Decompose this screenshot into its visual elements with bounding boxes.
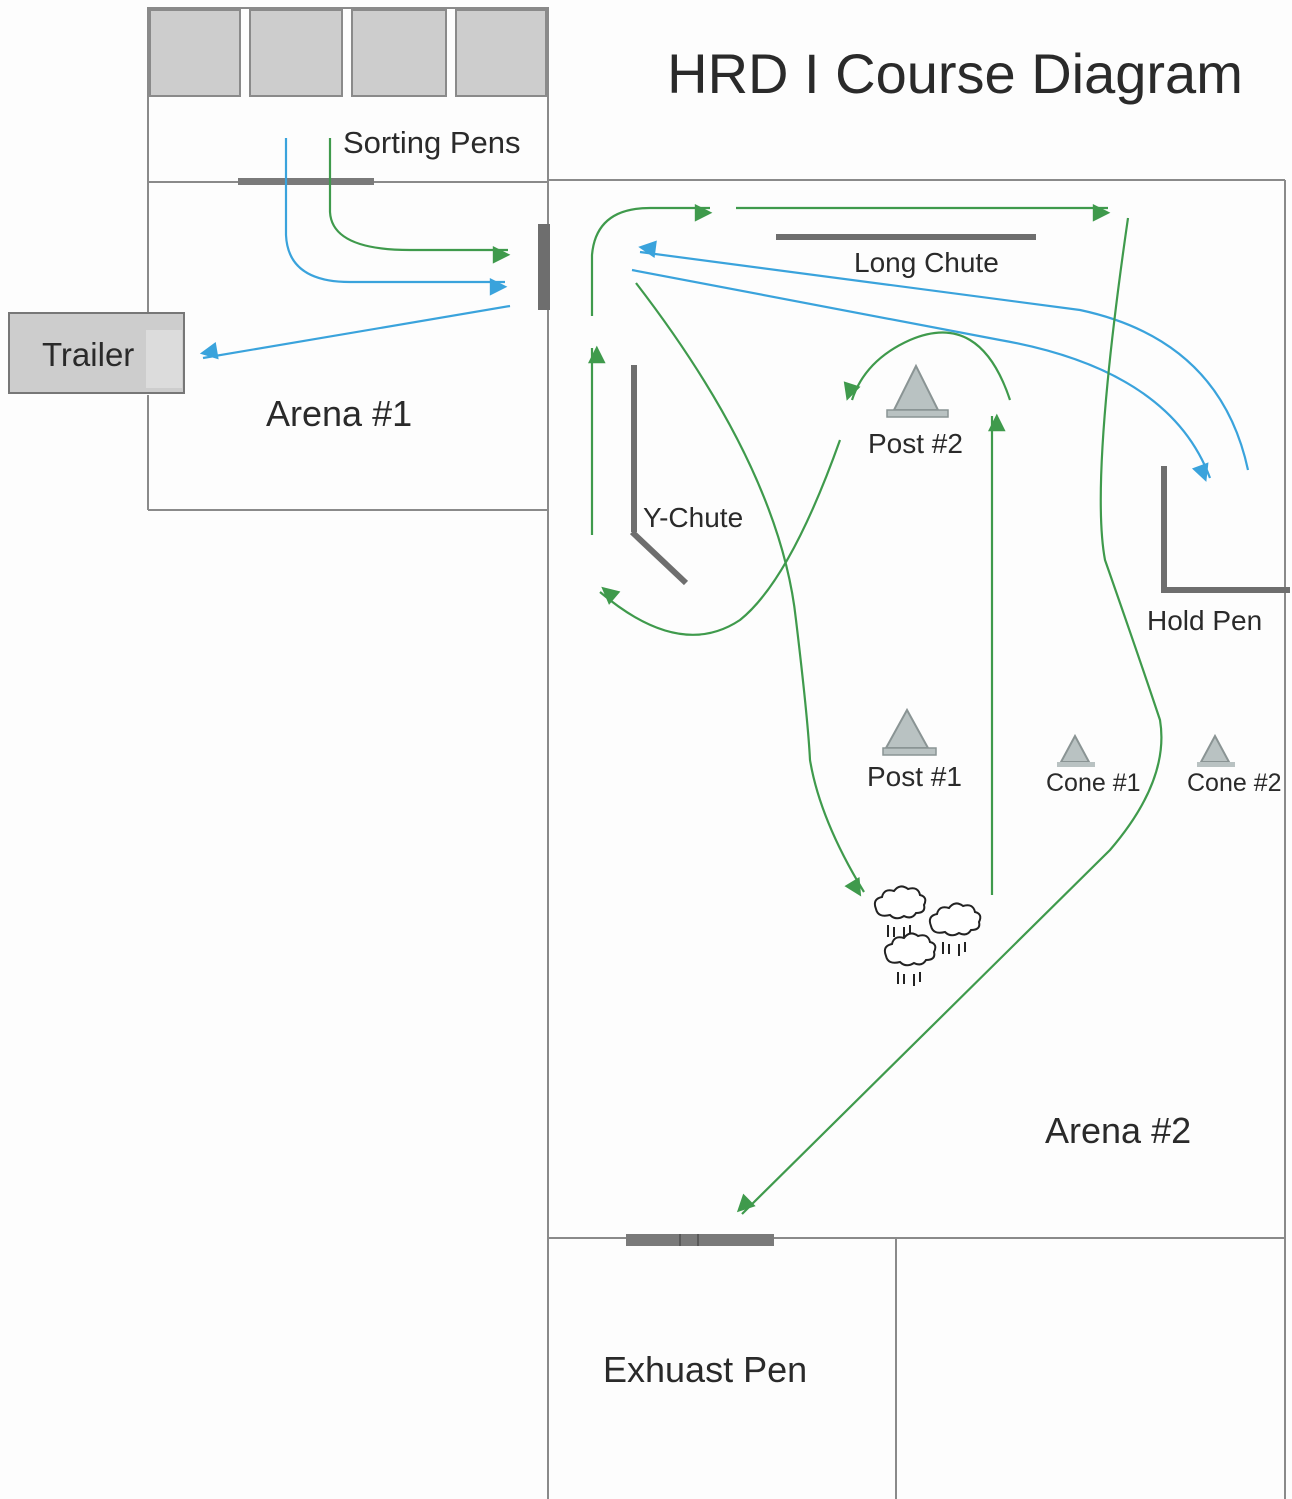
hold-pen-label: Hold Pen bbox=[1147, 605, 1262, 636]
exhaust-pens: Exhuast Pen bbox=[603, 1234, 897, 1499]
trailer: Trailer bbox=[8, 312, 185, 394]
post-2-label: Post #2 bbox=[868, 428, 963, 459]
sorting-pens-label: Sorting Pens bbox=[343, 125, 521, 160]
trailer-label: Trailer bbox=[42, 336, 134, 373]
blue-path-gate-to-trailer bbox=[199, 304, 511, 360]
long-chute: Long Chute bbox=[776, 234, 1036, 278]
blue-path-sort-to-gate bbox=[284, 138, 508, 296]
arena-1: Arena #1 bbox=[147, 178, 548, 511]
sorting-pen-4 bbox=[455, 9, 547, 97]
long-chute-label: Long Chute bbox=[854, 247, 999, 278]
hold-pen: Hold Pen bbox=[1147, 466, 1290, 636]
blue-path-hold-to-gate bbox=[638, 240, 1250, 471]
green-path-right-to-exhaust bbox=[736, 217, 1163, 1215]
sorting-gate bbox=[238, 178, 374, 185]
blue-path-long-chute-to-hold bbox=[631, 268, 1212, 482]
green-path-to-sheep bbox=[635, 282, 865, 897]
sorting-pen-2 bbox=[249, 9, 343, 97]
post-2: Post #2 bbox=[868, 363, 963, 459]
cone-icon bbox=[1057, 733, 1095, 767]
post-1-label: Post #1 bbox=[867, 761, 962, 792]
sheep-icon bbox=[873, 885, 982, 986]
green-path-around-post2 bbox=[843, 331, 1012, 401]
arena-1-label: Arena #1 bbox=[266, 393, 412, 434]
cone-2-label: Cone #2 bbox=[1187, 769, 1282, 797]
diagram-title: HRD I Course Diagram bbox=[667, 42, 1243, 105]
green-path-sort-to-gate bbox=[328, 138, 511, 264]
green-path-curve-top bbox=[590, 204, 713, 316]
y-chute-label: Y-Chute bbox=[643, 502, 743, 533]
post-1: Post #1 bbox=[867, 707, 962, 792]
post-icon bbox=[882, 707, 937, 756]
green-path-post2-to-ychute bbox=[599, 439, 842, 636]
y-chute: Y-Chute bbox=[629, 365, 743, 586]
cone-1-label: Cone #1 bbox=[1046, 769, 1141, 797]
cone-icon bbox=[1197, 733, 1235, 767]
arena-2-label: Arena #2 bbox=[1045, 1110, 1191, 1151]
cone-2: Cone #2 bbox=[1187, 733, 1282, 797]
exhaust-gate bbox=[626, 1234, 774, 1246]
arena-gate bbox=[538, 224, 550, 310]
post-icon bbox=[886, 363, 949, 418]
sorting-pen-3 bbox=[351, 9, 447, 97]
green-paths bbox=[328, 138, 1163, 1215]
blue-paths bbox=[199, 138, 1250, 482]
sorting-pens-area: Sorting Pens bbox=[147, 7, 549, 183]
sorting-pen-1 bbox=[149, 9, 241, 97]
exhaust-pen-label: Exhuast Pen bbox=[603, 1349, 807, 1390]
cone-1: Cone #1 bbox=[1046, 733, 1141, 797]
